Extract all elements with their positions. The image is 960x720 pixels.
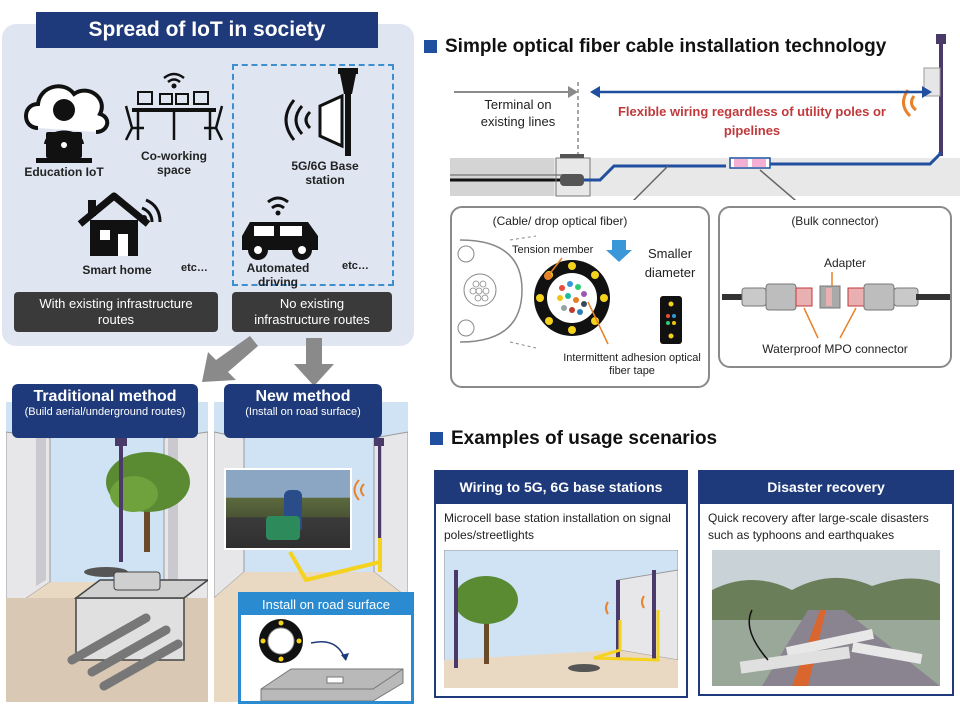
cable-cross-section-icon <box>457 235 682 349</box>
adapter-label: Adapter <box>824 256 867 270</box>
automated-driving-label: Automated driving <box>246 261 310 289</box>
existing-infra-pill: With existing infrastructure routes <box>14 292 218 332</box>
card1-street-scene <box>444 550 678 688</box>
heading-square-icon-2 <box>430 432 443 445</box>
education-laptop-icon <box>24 84 110 163</box>
bulk-box-title: (Bulk connector) <box>791 214 879 228</box>
traditional-scene <box>6 402 208 702</box>
intermittent-label: Intermittent adhesion optical fiber tape <box>563 352 701 377</box>
flexible-label: Flexible wiring regardless of utility po… <box>617 104 886 138</box>
new-method-title-box: New method (Install on road surface) <box>224 384 382 438</box>
etc-label-1: etc… <box>181 262 208 274</box>
arrow-down-icon <box>294 338 334 386</box>
smaller-diameter-label: Smaller diameter <box>644 246 696 280</box>
road-surface-inset-title: Install on road surface <box>241 595 411 615</box>
terminal-label: Terminal on existing lines <box>480 97 556 129</box>
no-infra-dashed-region <box>232 64 394 286</box>
traditional-title: Traditional method <box>33 388 177 405</box>
new-method-title: New method <box>255 388 351 405</box>
card2-disaster-photo <box>712 550 940 686</box>
fiber-heading: Simple optical fiber cable installation … <box>445 36 887 57</box>
smart-home-icon <box>77 192 162 256</box>
new-method-subtitle: (Install on road surface) <box>245 406 361 418</box>
traditional-title-box: Traditional method (Build aerial/undergr… <box>12 384 198 438</box>
coworking-label: Co-working space <box>141 149 207 177</box>
mpo-connector-icon <box>722 272 950 339</box>
fiber-route-diagram <box>450 34 960 200</box>
card1-desc: Microcell base station installation on s… <box>444 511 671 542</box>
base-station-icon <box>284 68 358 156</box>
automated-car-icon <box>242 196 318 260</box>
usage-heading: Examples of usage scenarios <box>451 428 718 449</box>
tension-member-label: Tension member <box>512 244 594 256</box>
road-cross-section-icon <box>259 619 404 702</box>
mpo-label: Waterproof MPO connector <box>762 342 908 356</box>
card2-title: Disaster recovery <box>698 470 954 504</box>
no-infra-pill: No existing infrastructure routes <box>232 292 392 332</box>
smart-home-label: Smart home <box>82 263 152 277</box>
coworking-icon <box>124 72 224 141</box>
card2-desc: Quick recovery after large-scale disaste… <box>708 511 929 542</box>
cable-box-title: (Cable/ drop optical fiber) <box>492 214 628 228</box>
usage-heading-row: Examples of usage scenarios <box>430 428 717 450</box>
etc-label-2: etc… <box>342 260 369 272</box>
education-label: Education IoT <box>24 165 104 179</box>
fiber-heading-row: Simple optical fiber cable installation … <box>424 36 886 58</box>
road-surface-inset: Install on road surface <box>238 592 414 704</box>
arrow-down-left-icon <box>202 336 258 382</box>
traditional-subtitle: (Build aerial/underground routes) <box>24 406 186 418</box>
iot-title: Spread of IoT in society <box>36 12 378 48</box>
card1-title: Wiring to 5G, 6G base stations <box>434 470 688 504</box>
base-station-label: 5G/6G Base station <box>291 159 359 187</box>
heading-square-icon <box>424 40 437 53</box>
installation-photo <box>224 468 352 550</box>
